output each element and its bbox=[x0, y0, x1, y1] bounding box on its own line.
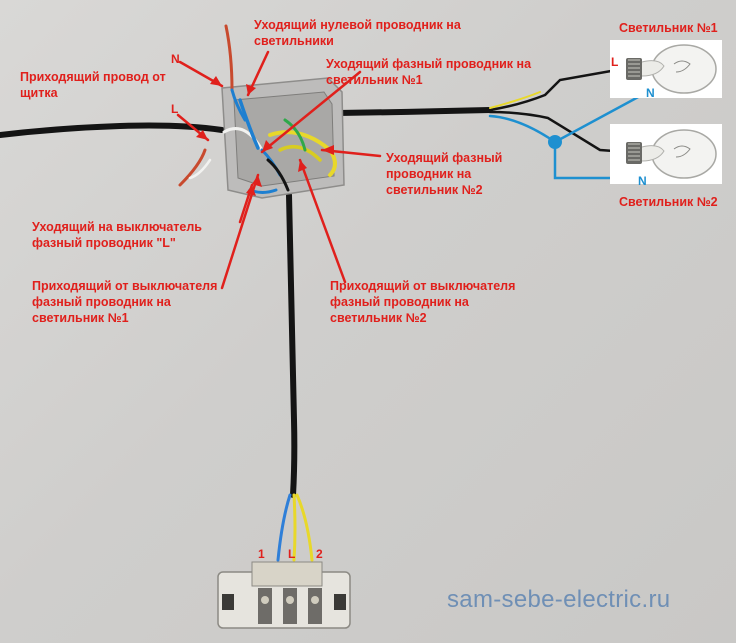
letter-switch-1: 1 bbox=[258, 547, 265, 561]
label-outgoing-phase-lamp2: Уходящий фазный проводник на светильник … bbox=[386, 151, 503, 197]
letter-l-lamp1: L bbox=[611, 55, 619, 69]
cable-to-switch bbox=[286, 192, 298, 498]
switch-icon bbox=[217, 561, 351, 629]
lamp-1-icon bbox=[610, 40, 722, 98]
letter-switch-l: L bbox=[288, 547, 296, 561]
label-incoming-switch-lamp2: Приходящий от выключателя фазный проводн… bbox=[330, 279, 516, 325]
watermark: sam-sebe-electric.ru bbox=[447, 586, 671, 613]
cable-to-lamps bbox=[335, 107, 493, 116]
letter-switch-2: 2 bbox=[316, 547, 323, 561]
label-incoming-switch-lamp1: Приходящий от выключателя фазный проводн… bbox=[32, 279, 218, 325]
box-wires bbox=[178, 24, 337, 194]
letter-l-box: L bbox=[171, 102, 179, 116]
label-lamp-1: Светильник №1 bbox=[619, 21, 718, 35]
letter-n-lamp1: N bbox=[646, 86, 655, 100]
label-outgoing-to-switch: Уходящий на выключатель фазный проводник… bbox=[32, 220, 202, 250]
neutral-junction-dot bbox=[548, 135, 562, 149]
letter-n-box: N bbox=[171, 52, 180, 66]
switch-wires bbox=[276, 493, 314, 562]
label-outgoing-neutral: Уходящий нулевой проводник на светильник… bbox=[254, 18, 461, 48]
label-outgoing-phase-lamp1: Уходящий фазный проводник на светильник … bbox=[326, 57, 532, 87]
label-lamp-2: Светильник №2 bbox=[619, 195, 718, 209]
cable-from-panel bbox=[0, 122, 225, 138]
arrowheads bbox=[196, 76, 334, 196]
lamp-2-icon bbox=[610, 124, 722, 184]
junction-box bbox=[221, 77, 345, 199]
letter-n-lamp2: N bbox=[638, 174, 647, 188]
label-incoming-from-panel: Приходящий провод от щитка bbox=[20, 70, 166, 100]
